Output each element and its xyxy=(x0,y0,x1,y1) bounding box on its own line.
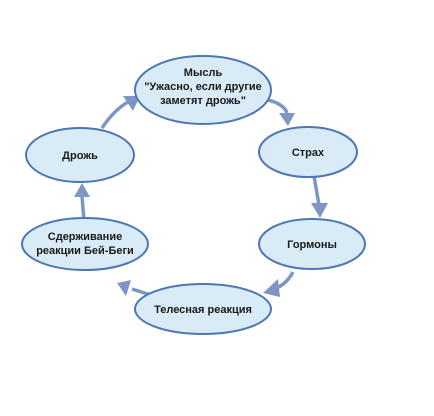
arrow-fear-to-hormones xyxy=(311,175,328,218)
node-body-reaction: Телесная реакция xyxy=(134,283,272,335)
node-suppression-line1: Сдерживание xyxy=(48,231,122,243)
node-thought-line3: заметят дрожь" xyxy=(160,95,246,107)
arrow-suppression-to-trembling xyxy=(74,183,90,222)
node-thought-line2: "Ужасно, если другие xyxy=(144,81,262,93)
node-trembling: Дрожь xyxy=(25,127,135,183)
node-hormones: Гормоны xyxy=(258,218,366,270)
node-fear: Страх xyxy=(258,126,358,178)
arrow-trembling-to-thought xyxy=(100,96,140,129)
node-hormones-label: Гормоны xyxy=(287,239,337,251)
arrow-thought-to-fear xyxy=(267,98,295,126)
node-suppression-line2: реакции Бей-Беги xyxy=(36,245,134,257)
arrow-hormones-to-body xyxy=(263,271,295,297)
node-fear-label: Страх xyxy=(292,147,325,159)
node-thought-line1: Мысль xyxy=(184,67,223,79)
node-body-reaction-label: Телесная реакция xyxy=(154,304,252,316)
node-trembling-label: Дрожь xyxy=(62,150,98,162)
node-suppression: Сдерживание реакции Бей-Беги xyxy=(21,217,149,271)
node-thought: Мысль "Ужасно, если другие заметят дрожь… xyxy=(134,55,272,125)
